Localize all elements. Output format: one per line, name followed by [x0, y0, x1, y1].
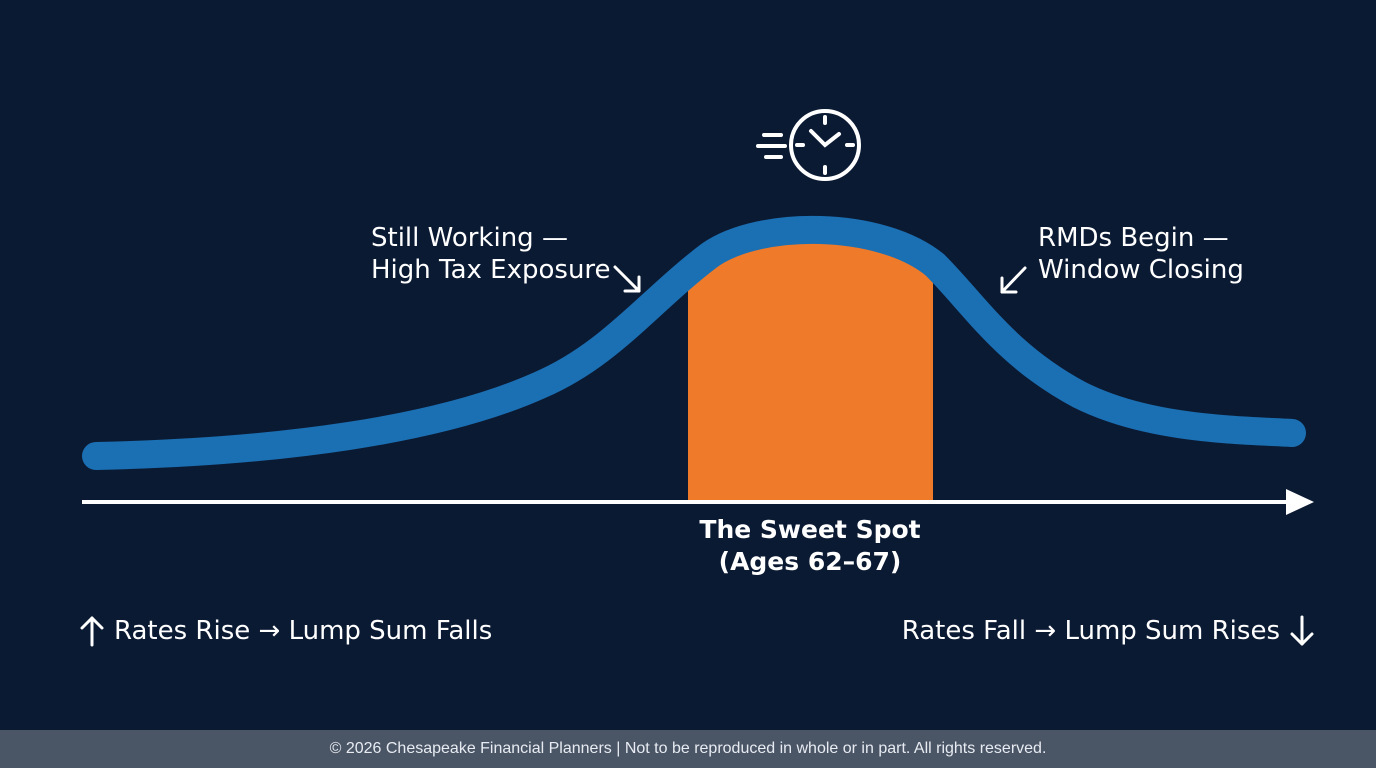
annotation-rmds-begin: RMDs Begin — Window Closing — [1038, 222, 1244, 286]
rates-fall-note: Rates Fall → Lump Sum Rises — [902, 614, 1316, 648]
bell-curve — [82, 215, 1306, 470]
diagram-canvas — [82, 109, 1314, 515]
annotation-still-working: Still Working — High Tax Exposure — [371, 222, 611, 286]
arrow-down-left-icon — [1000, 266, 1027, 294]
rates-rise-note: Rates Rise → Lump Sum Falls — [78, 614, 492, 648]
sweet-spot-title: The Sweet Spot — [699, 515, 921, 544]
sweet-spot-region — [688, 229, 933, 500]
footer-bar: © 2026 Chesapeake Financial Planners | N… — [0, 730, 1376, 768]
copyright-notice: © 2026 Chesapeake Financial Planners | N… — [329, 740, 1047, 757]
sweet-spot-ages: (Ages 62–67) — [718, 547, 902, 576]
annotation-right-line2: Window Closing — [1038, 255, 1244, 285]
rates-fall-text: Rates Fall → Lump Sum Rises — [901, 616, 1280, 646]
annotation-right-line1: RMDs Begin — — [1038, 223, 1229, 253]
arrow-up-icon — [80, 616, 104, 647]
timeline-arrow — [82, 489, 1314, 515]
arrow-down-icon — [1290, 615, 1314, 646]
annotation-left-line1: Still Working — — [371, 223, 568, 253]
annotation-left-line2: High Tax Exposure — [371, 255, 611, 285]
rates-rise-text: Rates Rise → Lump Sum Falls — [114, 616, 493, 646]
fast-clock-icon — [756, 109, 861, 181]
sweet-spot-label: The Sweet Spot (Ages 62–67) — [610, 514, 1010, 578]
arrow-down-right-icon — [613, 265, 641, 293]
